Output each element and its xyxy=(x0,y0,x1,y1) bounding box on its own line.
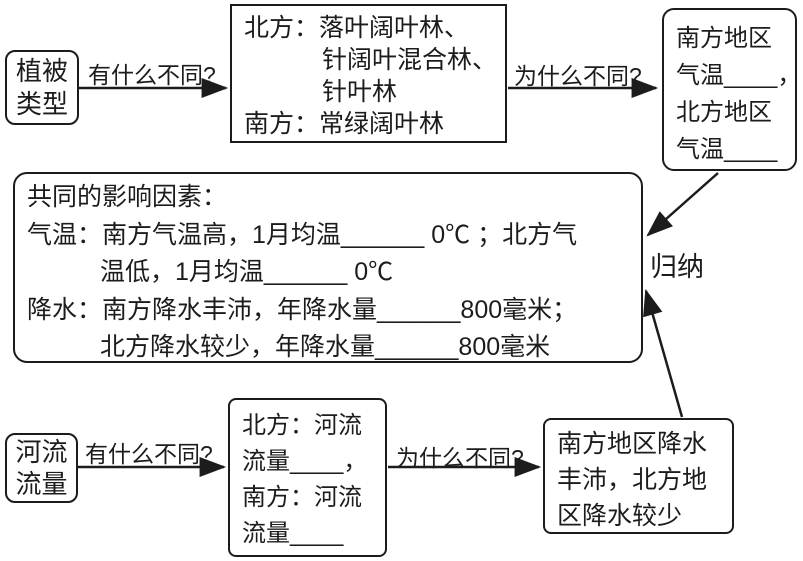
node-text-line: 北方：落叶阔叶林、 xyxy=(244,14,470,42)
node-text-line: 针叶林 xyxy=(322,78,398,106)
node-text-line: 北方：河流 xyxy=(242,412,362,439)
node-text-line: 区降水较少 xyxy=(557,502,683,530)
summarize-label: 归纳 xyxy=(650,252,704,282)
node-text-line: 北方地区 xyxy=(676,99,772,126)
node-text-line: 流量 xyxy=(15,469,68,499)
river-comparison-node: 北方：河流 流量____， 南方：河流 流量____ xyxy=(228,398,387,557)
node-text-line: 针阔叶混合林、 xyxy=(322,46,498,74)
arrow-label-what-difference-top: 有什么不同? xyxy=(88,62,216,88)
node-text-line: 流量____， xyxy=(242,448,368,475)
common-factors-node: 共同的影响因素： 气温：南方气温高，1月均温______ 0℃ ；北方气 温低，… xyxy=(13,172,643,363)
node-text-line: 植被 xyxy=(15,55,68,86)
node-text-line: 南方地区 xyxy=(676,25,772,52)
arrow-label-why-difference-top: 为什么不同? xyxy=(514,63,642,89)
node-text-line: 气温：南方气温高，1月均温______ 0℃ ；北方气 xyxy=(27,220,578,249)
vegetation-type-node: 植被 类型 xyxy=(5,50,79,125)
arrow-precip-result-to-common xyxy=(643,288,684,418)
node-text-line: 北方降水较少，年降水量______800毫米 xyxy=(100,333,551,361)
arrow-label-what-difference-bottom: 有什么不同? xyxy=(85,441,213,467)
precipitation-result-node: 南方地区降水 丰沛，北方地 区降水较少 xyxy=(543,418,734,534)
node-text-line: 南方：河流 xyxy=(242,484,362,511)
node-text-line: 温低，1月均温______ 0℃ xyxy=(100,258,394,286)
node-text-line: 气温____ xyxy=(676,136,778,163)
node-text-line: 类型 xyxy=(15,88,68,119)
arrow-temp-result-to-common xyxy=(646,172,719,237)
node-text-line: 降水：南方降水丰沛，年降水量______800毫米； xyxy=(27,295,578,324)
river-flow-node: 河流 流量 xyxy=(5,433,78,503)
temperature-result-node: 南方地区 气温____， 北方地区 气温____ xyxy=(662,8,802,171)
node-text-line: 南方地区降水 xyxy=(557,430,708,458)
vegetation-comparison-node: 北方：落叶阔叶林、 针阔叶混合林、 针叶林 南方：常绿阔叶林 xyxy=(230,4,507,143)
arrow-label-why-difference-bottom: 为什么不同? xyxy=(396,445,524,471)
node-text-line: 丰沛，北方地 xyxy=(557,466,708,494)
node-text-line: 流量____ xyxy=(242,520,344,547)
node-text-line: 共同的影响因素： xyxy=(27,183,228,211)
node-text-line: 河流 xyxy=(15,437,68,467)
node-text-line: 南方：常绿阔叶林 xyxy=(244,110,445,138)
node-text-line: 气温____， xyxy=(676,62,802,89)
